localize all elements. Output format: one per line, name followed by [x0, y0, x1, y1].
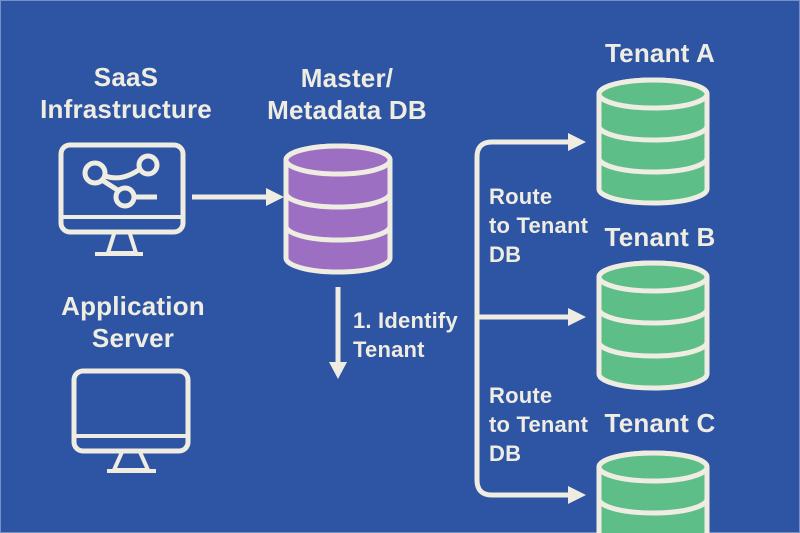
arrowhead-tenant-c [568, 486, 586, 504]
arrow-app-to-master [192, 188, 284, 206]
tenant-a-label: Tenant A [605, 38, 715, 68]
saas-infrastructure-label-line1: SaaS [93, 62, 159, 92]
arrow-identify-tenant [329, 287, 347, 379]
network-graph-glyph [82, 153, 160, 209]
arrowhead-tenant-a [568, 133, 586, 151]
identify-tenant-label-line2: Tenant [353, 337, 425, 362]
tenant-a-db-cylinder-icon [596, 77, 710, 206]
tenant-b-db-cylinder-icon [596, 260, 710, 391]
router-spine-connector [474, 133, 586, 504]
saas-infrastructure-label-line2: Infrastructure [40, 94, 212, 124]
master-metadata-db-label-line2: Metadata DB [267, 95, 427, 125]
monitor-icon [71, 368, 191, 473]
identify-tenant-label-line1: 1. Identify [353, 308, 458, 333]
saas-infrastructure-label: SaaS Infrastructure [6, 61, 246, 125]
route-to-tenant-c-edge-label: Route to Tenant DB [489, 383, 589, 466]
tenant-b-label: Tenant B [604, 222, 716, 252]
application-server-label-line1: Application [61, 291, 205, 321]
master-metadata-db-label: Master/ Metadata DB [227, 62, 467, 126]
route-to-tenant-a-edge-label: Route to Tenant DB [489, 184, 589, 267]
monitor-network-graph-icon [58, 142, 186, 256]
master-metadata-db-label-line1: Master/ [300, 63, 394, 93]
application-server-label: Application Server [13, 290, 253, 354]
tenant-c-db-cylinder-icon [596, 450, 710, 533]
master-db-cylinder-icon [283, 143, 393, 275]
application-server-label-line2: Server [91, 323, 175, 353]
tenant-c-label: Tenant C [604, 408, 716, 438]
identify-tenant-edge-label: 1. Identify Tenant [353, 306, 458, 364]
arrowhead-tenant-b [568, 308, 586, 326]
